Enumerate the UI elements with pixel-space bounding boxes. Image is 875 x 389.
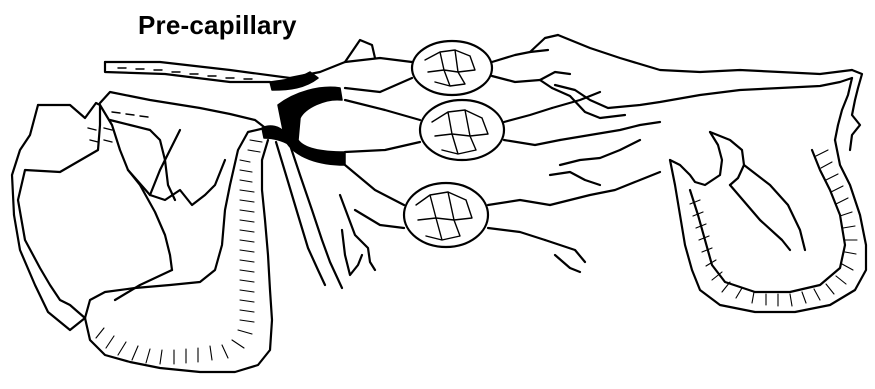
pulmonary-veins [530, 35, 862, 272]
capillary-lobule-top [345, 41, 540, 95]
left-heart [670, 132, 866, 312]
pulmonary-arteries [100, 40, 375, 288]
right-heart [12, 103, 272, 372]
capillary-lobule-middle [345, 100, 560, 160]
capillary-lobule-bottom [345, 165, 550, 247]
